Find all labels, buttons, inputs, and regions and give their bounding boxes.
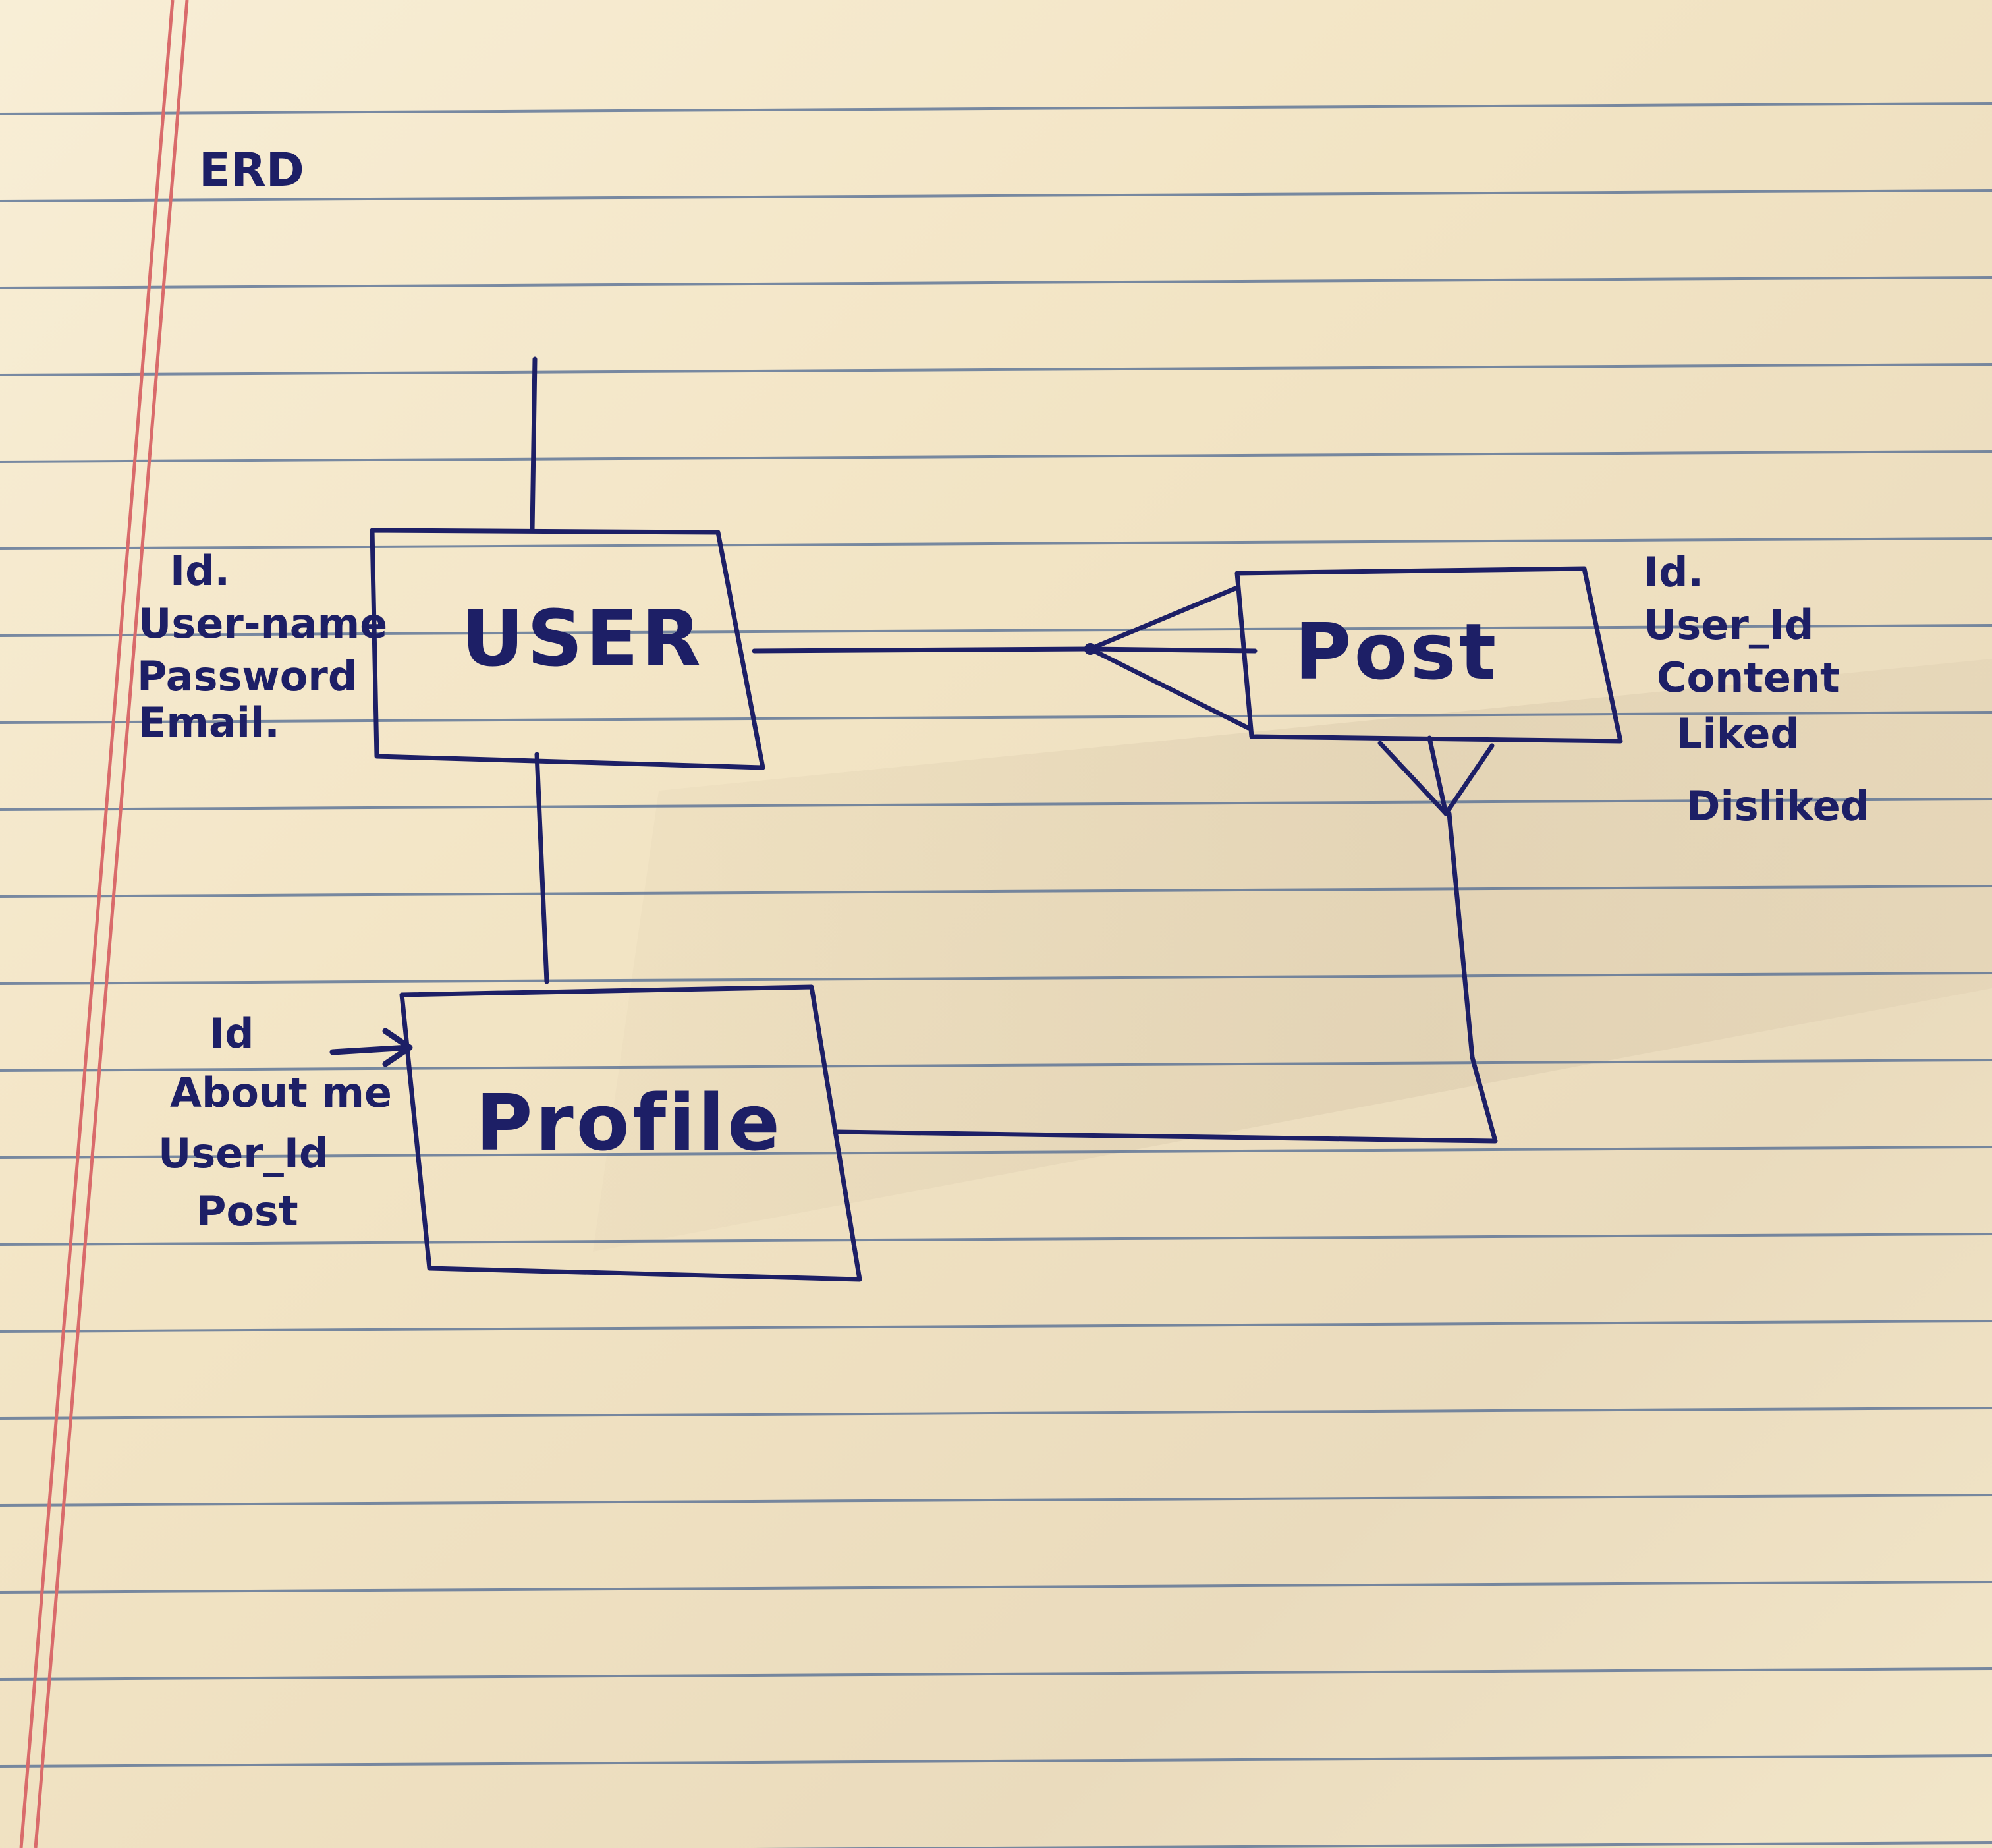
user-attr: Id.: [170, 547, 230, 595]
ruled-line: [0, 189, 1992, 202]
ruled-line: [0, 1494, 1992, 1507]
margin-lines: [19, 0, 189, 1848]
ruled-line: [0, 1667, 1992, 1681]
ruled-line: [0, 1146, 1992, 1159]
diagram-title: ERD: [199, 143, 304, 197]
ruled-line: [0, 798, 1992, 811]
ruled-line: [0, 1754, 1992, 1768]
ruled-line: [0, 1233, 1992, 1246]
paper-shadow: [593, 659, 1992, 1252]
user-post-crows-foot: [1084, 585, 1258, 731]
crows-foot-prong: [1377, 741, 1449, 816]
entity-user: USER Id. User-name Password Email.: [137, 528, 765, 770]
ruled-line: [0, 537, 1992, 550]
ruled-line: [0, 1059, 1992, 1072]
relationships: [530, 356, 1498, 1144]
post-attr: User_Id: [1644, 601, 1813, 649]
profile-attributes: Id About me User_Id Post: [158, 1009, 392, 1235]
ruled-line: [0, 972, 1992, 985]
post-attr: Content: [1657, 654, 1840, 702]
ruled-line: [0, 1407, 1992, 1420]
user-attr: Password: [137, 652, 357, 700]
ruled-line: [0, 711, 1992, 724]
profile-entity-name: Profile: [476, 1077, 783, 1168]
profile-post-line: [833, 811, 1498, 1144]
user-attr: Email.: [138, 698, 280, 746]
profile-arrow-shaft: [329, 1044, 412, 1055]
crows-foot-joint: [1084, 643, 1096, 655]
profile-attr: Id: [209, 1009, 254, 1057]
post-attributes: Id. User_Id Content Liked Disliked: [1644, 548, 1869, 830]
profile-post-crows-foot: [1377, 735, 1495, 816]
crows-foot-prong: [1427, 735, 1449, 816]
margin-line-left: [19, 0, 175, 1848]
post-attr: Liked: [1676, 710, 1800, 758]
ruled-line: [0, 624, 1992, 637]
profile-attr: User_Id: [158, 1129, 328, 1177]
entity-profile: Profile Id About me User_Id Post: [158, 984, 862, 1282]
crows-foot-prong: [1088, 646, 1258, 654]
crows-foot-prong: [1088, 646, 1251, 731]
ruled-line: [0, 363, 1992, 376]
ruled-line: [0, 885, 1992, 898]
ruled-line: [0, 102, 1992, 115]
user-attr: User-name: [138, 600, 387, 648]
crows-foot-prong: [1088, 585, 1240, 652]
user-profile-line: [534, 752, 549, 984]
ruled-line: [0, 450, 1992, 463]
ruled-line: [0, 276, 1992, 289]
user-post-line: [752, 646, 1093, 654]
margin-line-right: [34, 0, 189, 1848]
user-box: [370, 528, 765, 770]
user-entity-name: USER: [461, 593, 704, 684]
user-top-line: [530, 356, 538, 533]
entity-post: Post Id. User_Id Content Liked Disliked: [1234, 548, 1869, 830]
ruled-lines: [0, 102, 1992, 1848]
post-attr: Id.: [1644, 548, 1703, 596]
profile-arrow-head: [382, 1028, 413, 1067]
post-box: [1234, 566, 1623, 744]
crows-foot-prong: [1443, 743, 1495, 816]
ruled-line: [0, 1581, 1992, 1594]
ruled-line: [0, 1320, 1992, 1333]
profile-attr: About me: [170, 1069, 392, 1117]
user-attributes: Id. User-name Password Email.: [137, 547, 387, 746]
ruled-line: [746, 1841, 1992, 1848]
profile-attr: Post: [196, 1187, 298, 1235]
post-attr: Disliked: [1686, 782, 1869, 830]
profile-box: [399, 984, 862, 1282]
post-entity-name: Post: [1294, 606, 1499, 697]
